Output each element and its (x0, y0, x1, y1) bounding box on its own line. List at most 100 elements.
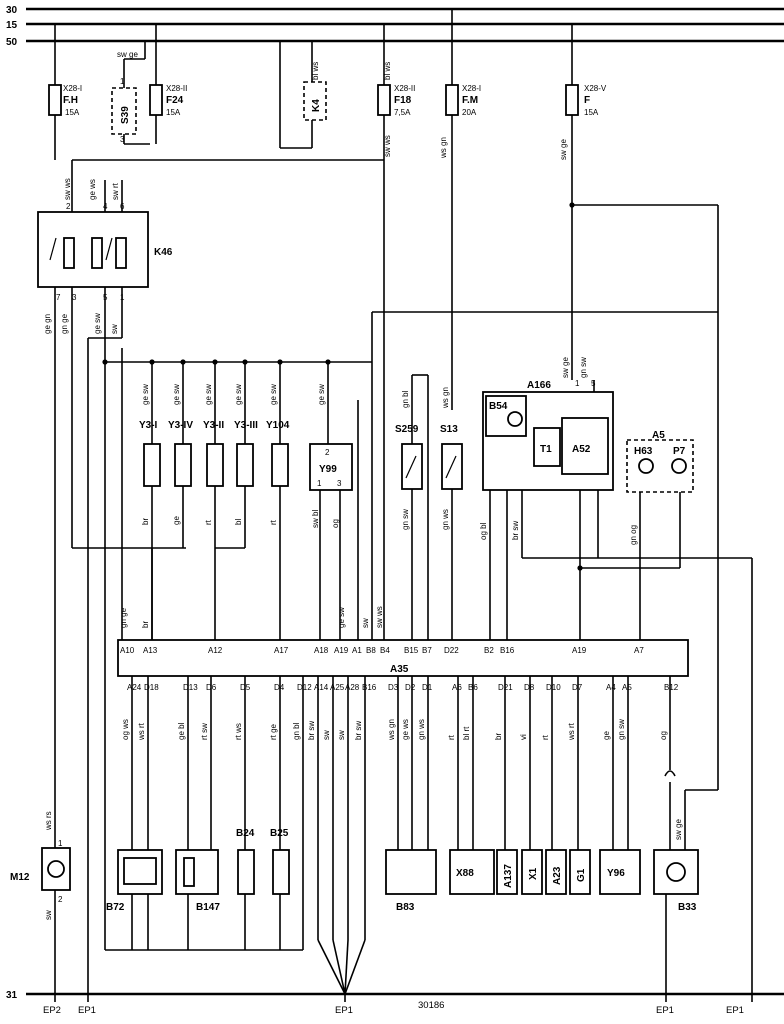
drawing-number: 30186 (418, 1000, 444, 1011)
module-a23: A23 (545, 849, 567, 895)
svg-text:og: og (331, 519, 340, 528)
svg-text:ge sw: ge sw (172, 384, 181, 405)
svg-text:2: 2 (325, 448, 330, 457)
svg-text:og: og (659, 731, 668, 740)
svg-text:X28-II: X28-II (394, 84, 415, 93)
switch-s39: S39 1 3 sw ge (111, 41, 150, 145)
svg-text:P7: P7 (673, 446, 686, 457)
svg-text:B8: B8 (366, 646, 376, 655)
svg-text:A17: A17 (274, 646, 289, 655)
k46-outputs: ge gn gn ge ge sw sw (43, 287, 186, 994)
svg-text:og ws: og ws (121, 719, 130, 740)
svg-text:sw: sw (322, 730, 331, 740)
svg-text:B4: B4 (380, 646, 390, 655)
svg-text:B2: B2 (484, 646, 494, 655)
svg-text:sw bl: sw bl (311, 510, 320, 528)
svg-text:F.H: F.H (63, 95, 78, 106)
svg-text:EP1: EP1 (335, 1005, 353, 1016)
svg-text:rt: rt (447, 734, 456, 740)
valve-y96: Y96 (599, 849, 641, 895)
svg-text:sw ws: sw ws (63, 178, 72, 200)
svg-text:B7: B7 (422, 646, 432, 655)
svg-text:EP1: EP1 (78, 1005, 96, 1016)
svg-text:2: 2 (66, 202, 71, 211)
generator-g1: G1 (569, 849, 591, 895)
svg-text:F18: F18 (394, 95, 412, 106)
svg-text:A4: A4 (606, 683, 616, 692)
svg-text:S259: S259 (395, 424, 419, 435)
svg-text:S39: S39 (120, 106, 131, 124)
svg-text:X28-II: X28-II (166, 84, 187, 93)
fuse-f: X28-V F 15A sw ge (559, 24, 719, 770)
switch-s13: S13 ws gn gn ws (440, 387, 463, 640)
svg-text:A6: A6 (452, 683, 462, 692)
svg-text:D12: D12 (297, 683, 312, 692)
svg-text:F.M: F.M (462, 95, 478, 106)
svg-text:1: 1 (317, 479, 322, 488)
svg-text:A23: A23 (552, 866, 563, 885)
svg-text:ws rs: ws rs (44, 811, 53, 831)
fuse-f24: X28-II F24 15A (149, 24, 187, 144)
fuse-fh: X28-I F.H 15A (48, 24, 82, 160)
svg-text:br: br (494, 733, 503, 740)
svg-text:X1: X1 (528, 867, 539, 880)
svg-text:gn ws: gn ws (441, 509, 450, 530)
svg-text:gn sw: gn sw (579, 357, 588, 378)
svg-text:sw: sw (337, 730, 346, 740)
svg-text:ge sw: ge sw (234, 384, 243, 405)
sensor-b147: B147 (175, 849, 220, 950)
relay-k4: K4 bl ws (279, 41, 327, 149)
svg-text:3: 3 (120, 135, 125, 144)
svg-text:rt: rt (541, 734, 550, 740)
svg-text:1: 1 (58, 839, 63, 848)
svg-text:X28-V: X28-V (584, 84, 607, 93)
svg-text:3: 3 (337, 479, 342, 488)
svg-text:Y3-IV: Y3-IV (168, 420, 193, 431)
a35-left-top-wires: gn ge br (119, 348, 153, 640)
svg-text:Y3-III: Y3-III (234, 420, 258, 431)
sensor-b72: B72 (106, 849, 163, 950)
svg-text:A28: A28 (345, 683, 360, 692)
svg-text:B16: B16 (362, 683, 377, 692)
svg-text:bl rt: bl rt (462, 726, 471, 740)
svg-text:sw ge: sw ge (117, 50, 138, 59)
rail-50-label: 50 (6, 37, 18, 48)
svg-text:sw ws: sw ws (383, 135, 392, 157)
svg-text:gn sw: gn sw (401, 509, 410, 530)
svg-text:15A: 15A (65, 108, 80, 117)
svg-text:20A: 20A (462, 108, 477, 117)
svg-text:og bl: og bl (479, 522, 488, 540)
svg-text:sw rt: sw rt (111, 182, 120, 200)
svg-text:B12: B12 (664, 683, 679, 692)
svg-text:A5: A5 (622, 683, 632, 692)
a35-bottom-wires: og ws ws rt ge bl rt sw rt ws rt ge gn b… (121, 676, 719, 950)
valve-y3-4: Y3-IV ge sw ge (168, 362, 193, 548)
svg-text:sw ge: sw ge (559, 139, 568, 160)
svg-text:sw: sw (361, 618, 370, 628)
svg-text:ge sw: ge sw (337, 607, 346, 628)
svg-text:D10: D10 (546, 683, 561, 692)
svg-text:D13: D13 (183, 683, 198, 692)
rail-31-label: 31 (6, 990, 18, 1001)
svg-text:F: F (584, 95, 590, 106)
svg-text:B15: B15 (404, 646, 419, 655)
svg-text:br sw: br sw (354, 721, 363, 740)
svg-text:Y99: Y99 (319, 464, 337, 475)
sensor-b33: B33 (653, 849, 699, 994)
svg-text:ge ws: ge ws (88, 179, 97, 200)
svg-text:ge sw: ge sw (93, 313, 102, 334)
svg-text:rt: rt (269, 519, 278, 525)
svg-text:br: br (141, 621, 150, 628)
valve-y3-2: Y3-II ge sw rt (203, 362, 245, 640)
svg-text:S13: S13 (440, 424, 458, 435)
svg-text:gn ge: gn ge (60, 313, 69, 334)
svg-text:D2: D2 (405, 683, 416, 692)
valve-y3-1: Y3-I ge sw br (139, 362, 161, 640)
svg-text:B83: B83 (396, 902, 415, 913)
svg-text:ge sw: ge sw (141, 384, 150, 405)
rail-15-label: 15 (6, 20, 18, 31)
svg-text:Y96: Y96 (607, 868, 625, 879)
sensor-b83: B83 (385, 849, 437, 913)
svg-text:A18: A18 (314, 646, 329, 655)
